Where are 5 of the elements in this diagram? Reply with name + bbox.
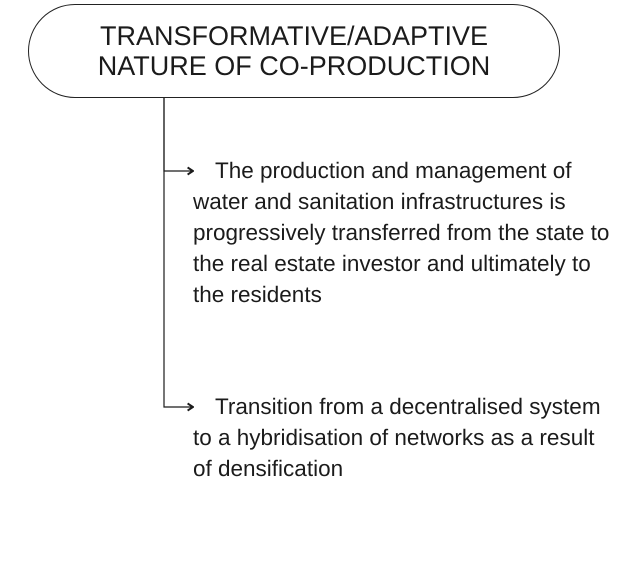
- body-text: The production and management of water and sanitation infrastructures is progressively transferred from the state to the real estate investor and ultimately to the residents: [193, 157, 610, 309]
- title-text: TRANSFORMATIVE/ADAPTIVE NATURE OF CO-PRODUCTION: [96, 21, 492, 81]
- body-text: Transition from a decentralised system to a hybridisation of networks as a result of densification: [193, 393, 602, 483]
- arrow: [163, 98, 194, 412]
- title-pill: [28, 4, 560, 98]
